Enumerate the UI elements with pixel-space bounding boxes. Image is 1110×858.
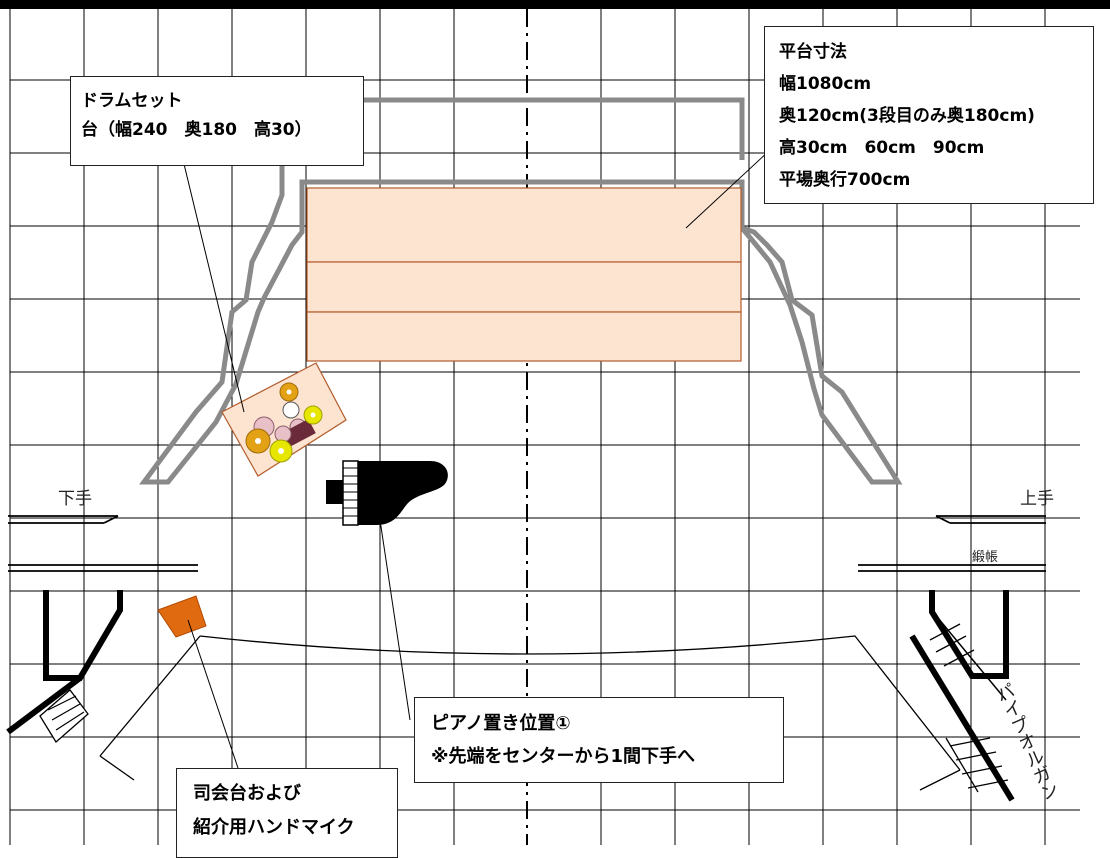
piano-position-callout: ピアノ置き位置① ※先端をセンターから1間下手へ — [414, 697, 784, 783]
drum-set-title: ドラムセット — [81, 91, 183, 111]
platform-risers — [306, 187, 742, 362]
top-border — [0, 0, 1110, 9]
grand-piano-icon — [326, 460, 448, 526]
piano-position-title: ピアノ置き位置① — [431, 713, 571, 734]
platform-top — [306, 187, 742, 263]
curtain-label: 緞帳 — [972, 550, 999, 565]
podium-line1: 司会台および — [193, 783, 301, 804]
platform-front — [306, 311, 742, 362]
bass-drum-icon — [278, 418, 316, 450]
drum-set — [221, 362, 347, 477]
drum-set-detail: 台（幅240 奥180 高30） — [81, 120, 312, 140]
platform-title: 平台寸法 — [779, 42, 847, 62]
platform-dimensions-callout: 平台寸法 幅1080cm 奥120cm(3段目のみ奥180cm) 高30cm 6… — [764, 26, 1094, 204]
proscenium-right — [909, 590, 1015, 802]
riser-shell — [139, 97, 903, 485]
proscenium-left — [6, 590, 123, 743]
stage-edge-lines — [8, 515, 1046, 572]
stage-left-label: 下手 — [58, 489, 92, 509]
podium-callout: 司会台および 紹介用ハンドマイク — [176, 768, 398, 858]
podium-line2: 紹介用ハンドマイク — [193, 817, 355, 838]
platform-height: 高30cm 60cm 90cm — [779, 138, 985, 158]
drum-set-callout: ドラムセット 台（幅240 奥180 高30） — [70, 76, 364, 166]
stage-right-label: 上手 — [1020, 489, 1054, 509]
leader-lines — [183, 149, 771, 769]
drum-icon — [282, 401, 300, 419]
stage-apron — [199, 635, 961, 771]
platform-middle — [306, 261, 742, 313]
podium-icon — [157, 595, 207, 638]
platform-depth: 奥120cm(3段目のみ奥180cm) — [779, 106, 1035, 126]
drum-icon — [274, 425, 292, 443]
platform-width: 幅1080cm — [779, 74, 872, 94]
platform-floor-depth: 平場奥行700cm — [779, 170, 911, 190]
piano-position-note: ※先端をセンターから1間下手へ — [431, 746, 696, 767]
